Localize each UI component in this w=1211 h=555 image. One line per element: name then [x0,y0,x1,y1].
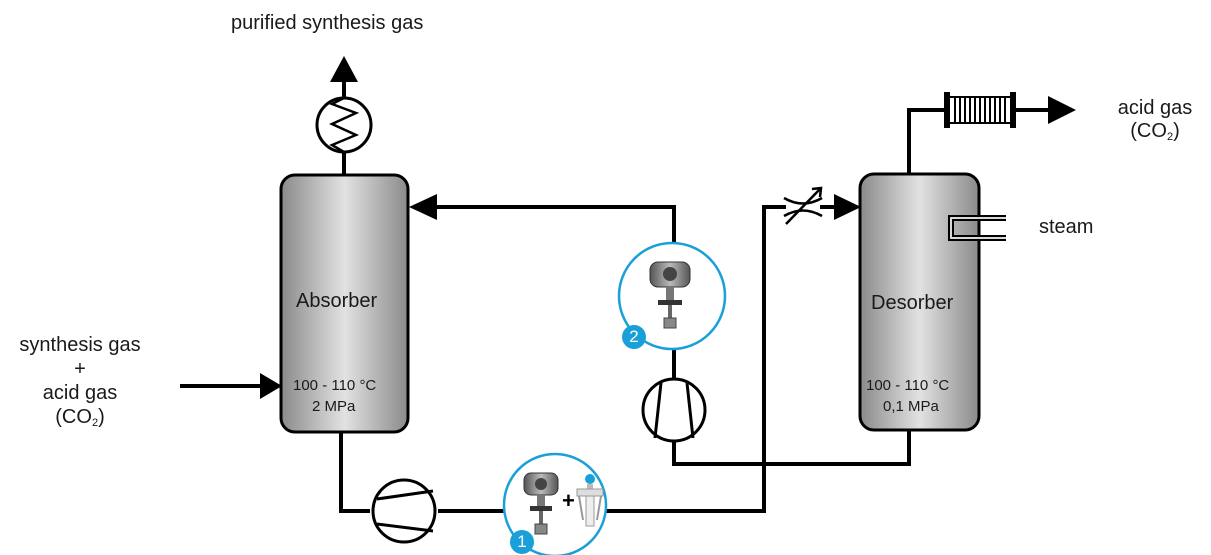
sensor-icon [576,474,604,527]
feed-label-line3: acid gas [42,382,118,404]
instrument-callout-1[interactable]: + [502,452,608,555]
pressure-reducing-valve [783,186,823,225]
acid-gas-out-formula-close: ) [1173,120,1180,142]
feed-formula: (CO [55,406,92,428]
acid-gas-out-label: acid gas (CO2) [1110,97,1200,143]
instrument-badge-2: 2 [622,325,646,349]
arrowheads [260,56,1076,399]
plus-symbol: + [562,488,575,513]
feed-formula-close: ) [98,406,105,428]
gas-cooler [315,96,373,154]
lean-solvent-pump [641,377,707,443]
desorber-name: Desorber [871,292,954,314]
purified-gas-label: purified synthesis gas [231,12,424,34]
lean-solvent-pipe-3 [437,205,676,248]
acid-gas-condenser [944,92,1016,128]
arrow-purified-gas [330,56,358,82]
instrument-badge-1: 1 [510,530,534,554]
instrument-callout-2[interactable] [617,241,727,351]
feed-label-line4: (CO2) [0,405,160,435]
acid-gas-pipe [907,108,944,174]
absorber-temperature: 100 - 110 °C [293,377,377,394]
feed-label: synthesis gas + acid gas (CO2) [0,333,160,435]
absorber-name: Absorber [296,290,378,312]
absorber-pressure: 2 MPa [312,398,356,415]
acid-gas-out-subscript: 2 [1166,131,1174,143]
desorber-temperature: 100 - 110 °C [866,377,950,394]
arrow-rich-solvent [834,194,861,220]
arrow-feed [260,373,282,399]
arrow-lean-solvent [409,194,437,220]
rich-solvent-pipe-3 [606,205,786,513]
arrow-acid-gas [1048,96,1076,124]
rich-solvent-pump [371,478,437,544]
pipes [180,82,1050,513]
feed-label-line2: + [74,358,86,380]
feed-subscript: 2 [91,417,99,429]
rich-solvent-pipe [339,432,370,513]
lean-solvent-pipe [672,430,911,466]
absorber-vessel [279,173,410,434]
feed-label-line1: synthesis gas [19,334,141,356]
acid-gas-out-label-line2: (CO2) [1110,120,1200,143]
steam-label: steam [1039,216,1094,238]
acid-gas-out-formula: (CO [1130,120,1167,142]
desorber-pressure: 0,1 MPa [883,398,939,415]
acid-gas-out-label-line1: acid gas [1117,97,1193,119]
